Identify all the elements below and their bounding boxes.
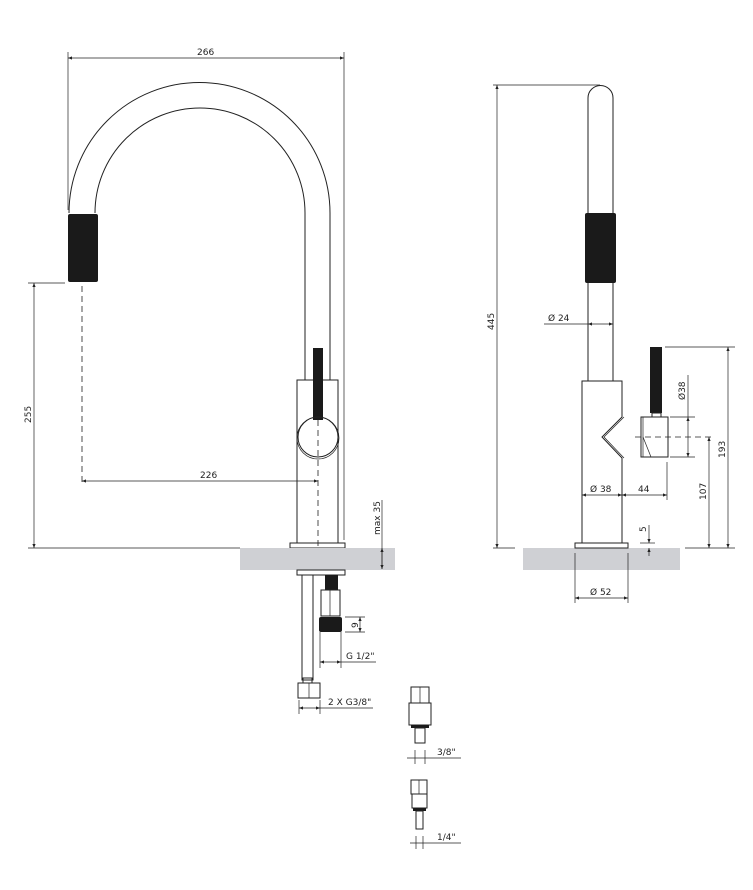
side-countertop bbox=[523, 548, 680, 570]
side-body bbox=[581, 380, 623, 544]
adapter-1-4-label: 1/4" bbox=[437, 833, 456, 843]
dim-g12-label: G 1/2" bbox=[346, 652, 374, 662]
dim-base-dia-label: Ø 52 bbox=[590, 587, 611, 598]
dim-handle-dia-label: Ø38 bbox=[677, 381, 688, 400]
side-pipe bbox=[587, 85, 614, 381]
adapter-1-4: 1/4" bbox=[410, 779, 461, 849]
adapter-3-8: 3/8" bbox=[407, 686, 461, 764]
thread-g12 bbox=[319, 617, 342, 632]
dim-body-dia-label: Ø 38 bbox=[590, 484, 612, 495]
dim-9-label: 9 bbox=[351, 622, 361, 628]
dim-445-label: 445 bbox=[487, 313, 497, 330]
spout-grip bbox=[68, 214, 98, 282]
dim-5-label: 5 bbox=[639, 526, 649, 532]
dim-255-label: 255 bbox=[24, 406, 34, 423]
hose bbox=[301, 574, 314, 681]
dim-193-label: 193 bbox=[718, 441, 728, 458]
dim-107-label: 107 bbox=[699, 483, 709, 500]
dim-226-label: 226 bbox=[200, 471, 217, 481]
dim-hoses-label: 2 X G3/8" bbox=[328, 698, 371, 708]
side-lever bbox=[650, 347, 662, 413]
connector-nut bbox=[320, 589, 341, 617]
adapter-3-8-label: 3/8" bbox=[437, 748, 456, 758]
spout-outer bbox=[68, 82, 331, 380]
front-view: 266 255 226 max 35 9 G bbox=[24, 48, 395, 714]
dim-max35-label: max 35 bbox=[373, 501, 383, 535]
countertop bbox=[240, 548, 395, 570]
dim-266-label: 266 bbox=[197, 48, 214, 58]
side-view: 445 Ø 24 193 Ø38 107 Ø 38 44 bbox=[487, 84, 735, 603]
spout-inner bbox=[94, 107, 306, 380]
dim-pipe-dia-label: Ø 24 bbox=[548, 313, 570, 324]
lever bbox=[313, 348, 323, 420]
side-grip bbox=[585, 213, 616, 283]
dim-44-label: 44 bbox=[638, 485, 650, 495]
